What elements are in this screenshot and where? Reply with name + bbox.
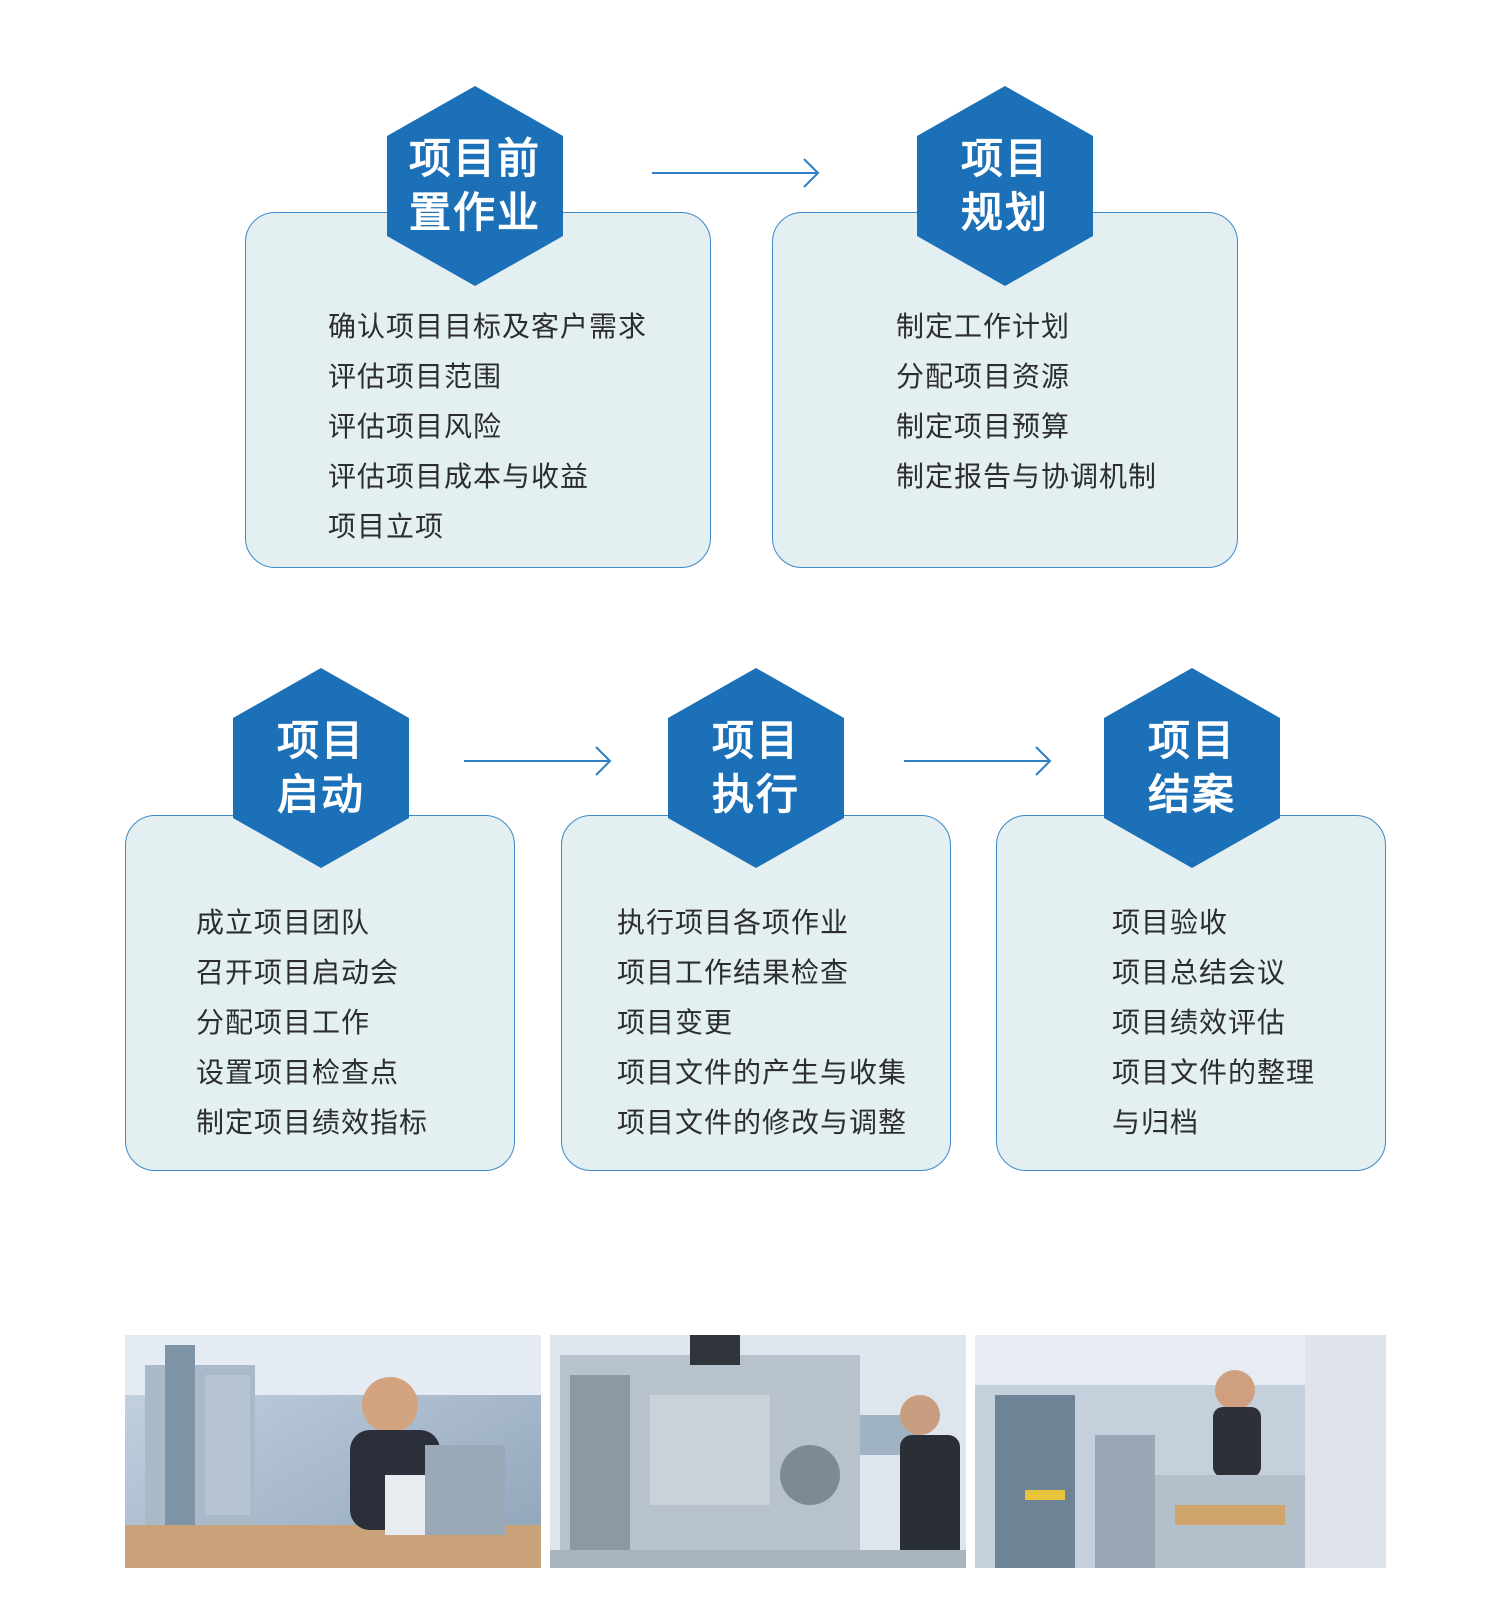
stage-title: 项目 启动 xyxy=(276,716,365,819)
list-item: 制定工作计划 xyxy=(896,310,1071,343)
list-item: 评估项目范围 xyxy=(328,360,503,393)
arrow-right-icon xyxy=(464,746,612,776)
factory-photo-automation-line xyxy=(975,1335,1386,1568)
stage-list-planning: 制定工作计划 分配项目资源 制定项目预算 制定报告与协调机制 xyxy=(896,302,1157,502)
stage-card-closing xyxy=(996,815,1386,1171)
list-item: 制定项目绩效指标 xyxy=(196,1106,429,1139)
factory-photo-engineer-assembly xyxy=(125,1335,541,1568)
stage-title: 项目 执行 xyxy=(711,716,800,819)
stage-title: 项目 规划 xyxy=(960,134,1049,237)
list-item: 项目总结会议 xyxy=(1112,956,1287,989)
stage-list-execution: 执行项目各项作业 项目工作结果检查 项目变更 项目文件的产生与收集 项目文件的修… xyxy=(617,898,907,1148)
list-item: 项目验收 xyxy=(1112,906,1229,939)
arrow-right-icon xyxy=(904,746,1052,776)
list-item: 评估项目风险 xyxy=(328,410,503,443)
list-item: 制定报告与协调机制 xyxy=(896,460,1158,493)
stage-card-kickoff xyxy=(125,815,515,1171)
list-item: 评估项目成本与收益 xyxy=(328,460,590,493)
list-item: 项目文件的产生与收集 xyxy=(617,1056,908,1089)
stage-list-kickoff: 成立项目团队 召开项目启动会 分配项目工作 设置项目检查点 制定项目绩效指标 xyxy=(196,898,428,1148)
stage-title: 项目前 置作业 xyxy=(408,134,541,237)
list-item: 执行项目各项作业 xyxy=(617,906,850,939)
stage-list-pre-project: 确认项目目标及客户需求 评估项目范围 评估项目风险 评估项目成本与收益 项目立项 xyxy=(328,302,647,552)
list-item: 项目工作结果检查 xyxy=(617,956,850,989)
factory-photo-packaging-machine xyxy=(550,1335,966,1568)
list-item: 设置项目检查点 xyxy=(196,1056,400,1089)
stage-hexagon-closing: 项目 结案 xyxy=(1104,668,1280,868)
list-item: 确认项目目标及客户需求 xyxy=(328,310,648,343)
stage-title: 项目 结案 xyxy=(1147,716,1236,819)
list-item: 制定项目预算 xyxy=(896,410,1071,443)
list-item: 项目立项 xyxy=(328,510,445,543)
stage-card-execution xyxy=(561,815,951,1171)
list-item: 项目文件的修改与调整 xyxy=(617,1106,908,1139)
stage-list-closing: 项目验收 项目总结会议 项目绩效评估 项目文件的整理 与归档 xyxy=(1112,898,1315,1148)
list-item: 项目绩效评估 xyxy=(1112,1006,1287,1039)
arrow-right-icon xyxy=(652,158,820,188)
list-item: 项目文件的整理 xyxy=(1112,1056,1316,1089)
list-item: 分配项目资源 xyxy=(896,360,1071,393)
list-item: 召开项目启动会 xyxy=(196,956,400,989)
list-item: 项目变更 xyxy=(617,1006,734,1039)
list-item: 分配项目工作 xyxy=(196,1006,371,1039)
list-item: 与归档 xyxy=(1112,1106,1200,1139)
list-item: 成立项目团队 xyxy=(196,906,371,939)
